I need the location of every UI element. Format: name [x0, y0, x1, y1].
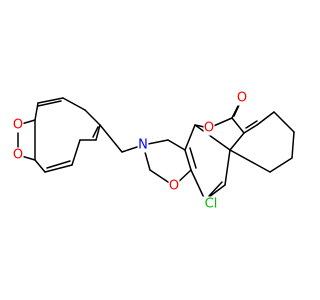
double-bond-1: [46, 160, 71, 169]
chlorine-atom-label: Cl: [205, 197, 218, 212]
bond-30: [229, 132, 245, 151]
bond-8: [44, 164, 73, 173]
nitrogen-atom-label: N: [138, 138, 148, 153]
double-bond-3: [189, 147, 197, 169]
bond-22: [190, 169, 206, 201]
atom-label-background: [12, 147, 24, 163]
atom-label-background: [12, 117, 24, 133]
atom-6: Cl: [202, 196, 220, 212]
oxygen-atom-label: O: [204, 121, 214, 136]
atom-label-background: [236, 90, 248, 106]
bond-33: [273, 111, 295, 133]
atom-3: O: [203, 120, 215, 136]
atom-0: O: [12, 117, 24, 133]
bond-25: [194, 124, 231, 151]
bond-7: [71, 139, 81, 166]
oxygen-atom-label: O: [237, 91, 247, 106]
double-bond-2: [92, 126, 99, 138]
oxygen-atom-label: O: [13, 148, 23, 163]
atom-2: O: [168, 178, 180, 194]
bond-35: [269, 157, 293, 173]
oxygen-atom-label: O: [169, 179, 179, 194]
double-bond-0: [37, 100, 62, 107]
bond-13: [99, 124, 123, 153]
bond-36: [229, 149, 271, 173]
double-bond-6: [245, 120, 258, 129]
bond-32: [256, 111, 275, 126]
bond-19: [167, 139, 186, 151]
bond-4: [84, 109, 101, 126]
atom-1: O: [12, 147, 24, 163]
bond-2: [37, 97, 64, 104]
atom-label-background: [203, 120, 215, 136]
bond-20: [184, 149, 192, 171]
bond-3: [62, 97, 86, 111]
atom-label-background: [137, 137, 149, 153]
bond-9: [34, 159, 46, 173]
atom-4: O: [236, 90, 248, 106]
double-bond-4: [208, 181, 223, 197]
bond-5: [95, 124, 101, 141]
atom-5: N: [137, 137, 149, 153]
bond-34: [291, 131, 295, 159]
bond-29: [231, 117, 245, 134]
bond-24: [224, 149, 231, 186]
bond-31: [243, 124, 258, 134]
oxygen-atom-label: O: [13, 118, 23, 133]
bond-21: [184, 124, 196, 151]
atom-label-background: [168, 178, 180, 194]
atom-label-background: [202, 196, 220, 212]
